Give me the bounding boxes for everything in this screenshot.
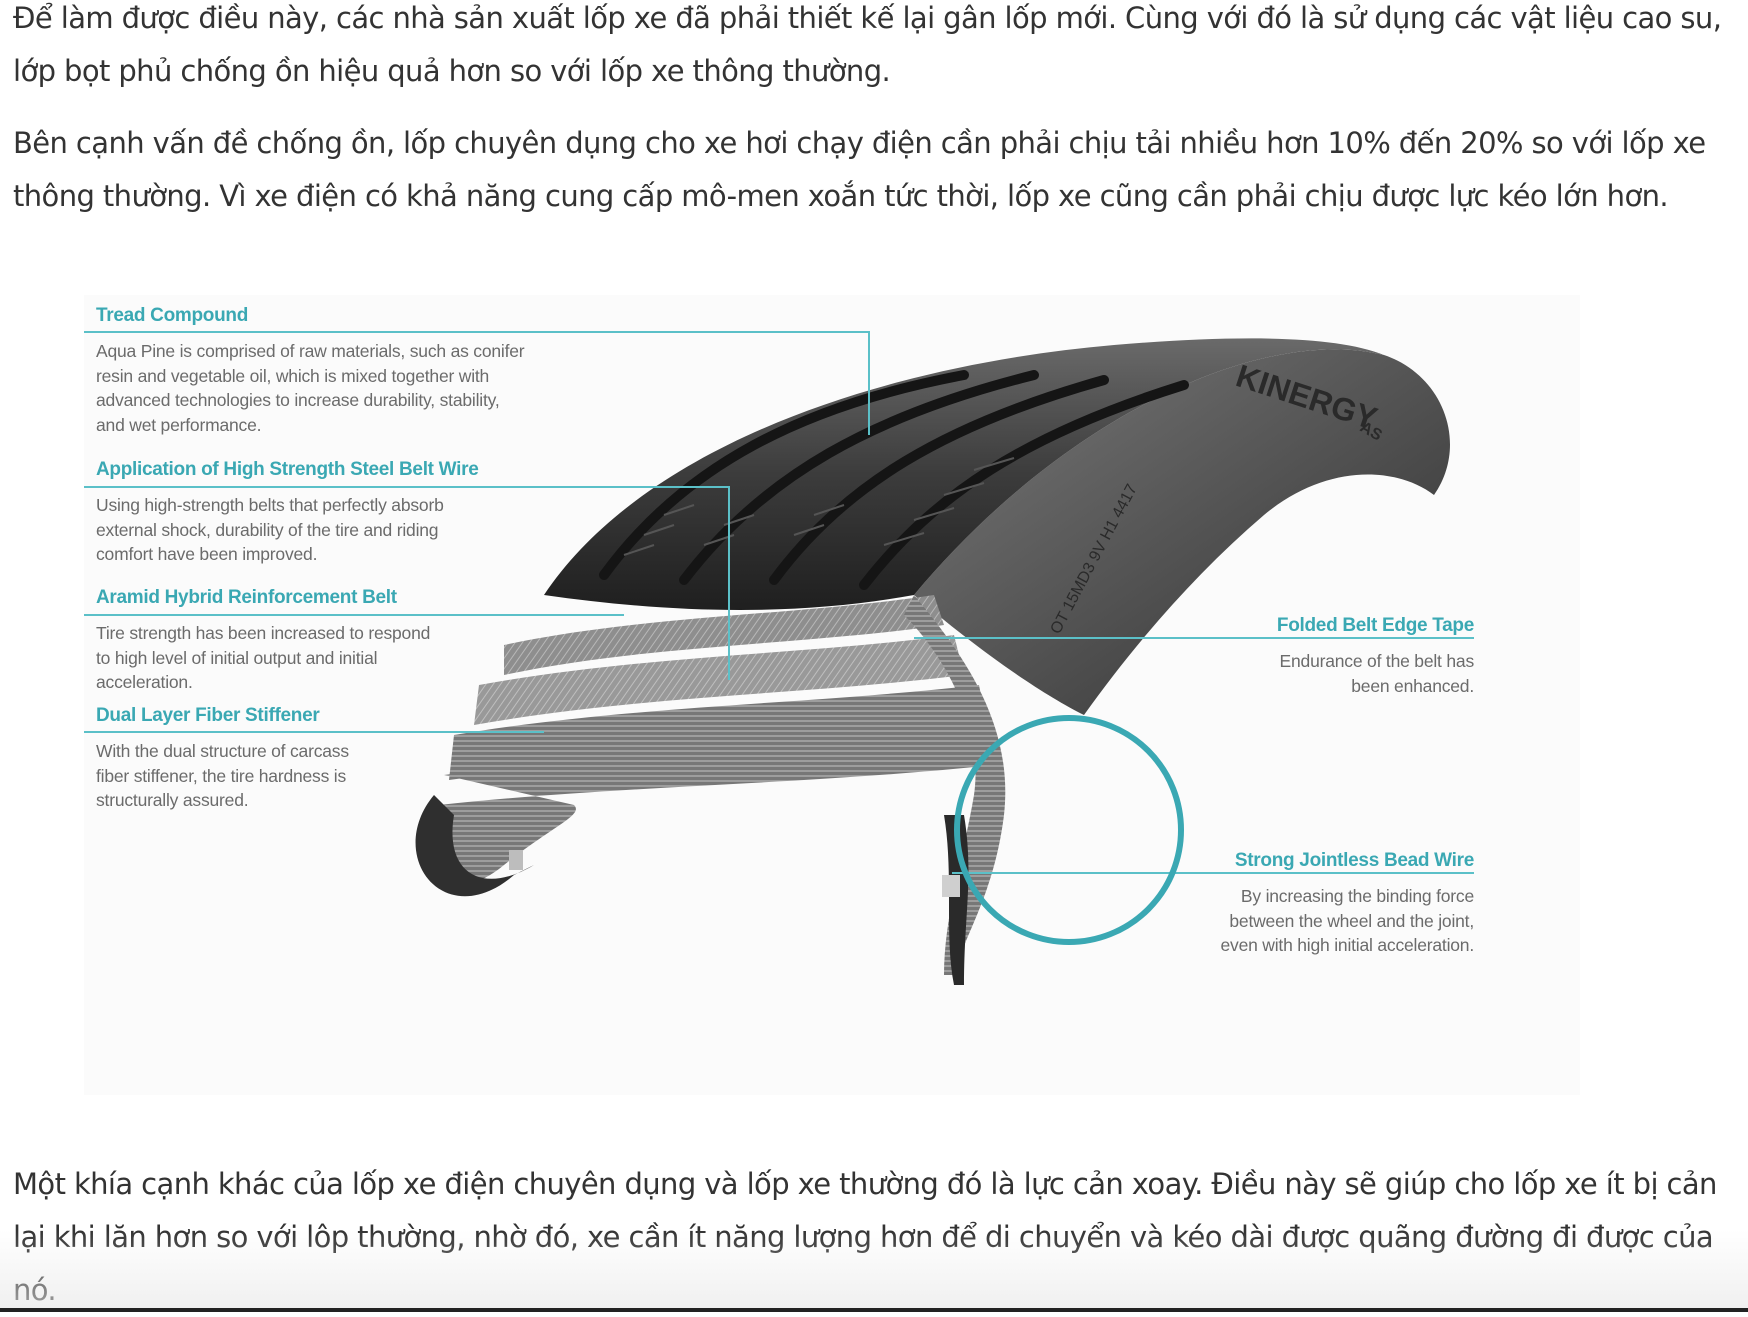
callout-description: Aqua Pine is comprised of raw materials,… xyxy=(96,341,525,435)
callout-description: With the dual structure of carcass fiber… xyxy=(96,741,349,810)
callout-folded-belt-edge-tape: Folded Belt Edge Tape Endurance of the b… xyxy=(1174,615,1474,698)
callout-title: Strong Jointless Bead Wire xyxy=(1234,850,1474,871)
callout-description: By increasing the binding force between … xyxy=(1220,886,1474,955)
callout-fiber-stiffener: Dual Layer Fiber Stiffener With the dual… xyxy=(96,705,536,813)
bottom-edge-bar xyxy=(0,1308,1748,1312)
article-paragraph-1: Để làm được điều này, các nhà sản xuất l… xyxy=(13,1,1722,88)
callout-steel-belt-wire: Application of High Strength Steel Belt … xyxy=(96,459,716,567)
tire-illustration: KINERGY AS OT 15MD3 9V H1 4417 xyxy=(84,331,1474,985)
article-paragraph-3: Một khía cạnh khác của lốp xe điện chuyê… xyxy=(13,1167,1717,1307)
callout-bead-wire: Strong Jointless Bead Wire By increasing… xyxy=(1124,850,1474,958)
callout-title: Tread Compound xyxy=(96,305,249,326)
article-paragraph-2: Bên cạnh vấn đề chống ồn, lốp chuyên dụn… xyxy=(13,126,1706,213)
callout-title: Folded Belt Edge Tape xyxy=(1276,615,1474,636)
callout-title: Dual Layer Fiber Stiffener xyxy=(96,705,320,726)
callout-description: Endurance of the belt has been enhanced. xyxy=(1279,651,1475,696)
bead-highlight-circle xyxy=(954,715,1184,945)
callout-description: Using high-strength belts that perfectly… xyxy=(96,495,444,564)
callout-aramid-belt: Aramid Hybrid Reinforcement Belt Tire st… xyxy=(96,587,616,695)
tire-cutaway-figure: KINERGY AS OT 15MD3 9V H1 4417 Tread Com… xyxy=(84,295,1580,1095)
callout-title: Aramid Hybrid Reinforcement Belt xyxy=(96,587,397,608)
callout-tread-compound: Tread Compound Aqua Pine is comprised of… xyxy=(96,305,796,437)
callout-title: Application of High Strength Steel Belt … xyxy=(96,459,479,480)
callout-description: Tire strength has been increased to resp… xyxy=(96,623,431,692)
